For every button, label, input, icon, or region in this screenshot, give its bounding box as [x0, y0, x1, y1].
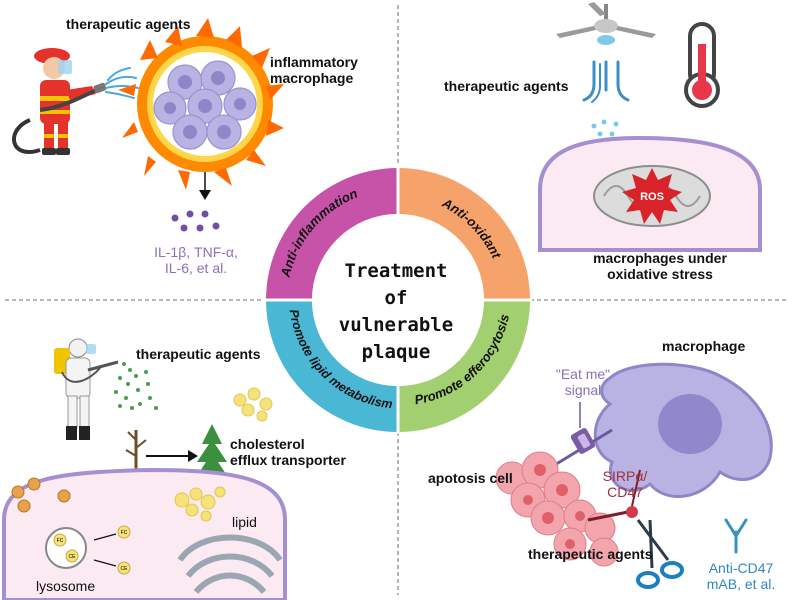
cytokines-line2: IL-6, et al.: [164, 260, 228, 276]
oxidative-stress-caption: macrophages under oxidative stress: [586, 250, 734, 282]
inflammatory-macrophage-line1: inflammatory: [270, 54, 358, 70]
ring-segment-anti-inflammation: [266, 168, 398, 300]
lipid-label: lipid: [232, 514, 257, 530]
thermometer-icon: [684, 22, 720, 108]
ceiling-fan-icon: [556, 2, 656, 45]
treatment-ring: [264, 166, 532, 434]
svg-text:CE: CE: [121, 566, 129, 572]
cholesterol-transporter-line1: cholesterol: [230, 436, 305, 452]
antibody-icon: [724, 518, 748, 554]
anti-cd47-line1: Anti-CD47: [708, 560, 774, 576]
tl-therapeutic-label: therapeutic agents: [66, 16, 191, 32]
center-title: Treatment of vulnerable plaque: [330, 258, 462, 366]
antioxidant-droplets-icon: [591, 119, 619, 137]
oxidative-stress-line2: oxidative stress: [607, 266, 713, 282]
spray-mist-icon: [114, 362, 158, 410]
extracellular-lipid-icon: [11, 477, 71, 513]
lipid-droplets-floating-icon: [233, 387, 273, 422]
eat-me-signal-label: "Eat me" signal: [550, 366, 616, 398]
sirpa-cd47-label: SIRPα/ CD47: [600, 468, 650, 500]
cholesterol-transporter-line2: efflux transporter: [230, 452, 346, 468]
center-title-line3: plaque: [361, 341, 431, 363]
bl-therapeutic-label: therapeutic agents: [136, 346, 261, 362]
macrophage-label: macrophage: [662, 338, 746, 354]
water-spray-icon: [105, 67, 139, 99]
sirpa-line1: SIRPα/: [602, 468, 648, 484]
tr-therapeutic-label: therapeutic agents: [444, 78, 569, 94]
cytokines-label: IL-1β, TNF-α, IL-6, et al.: [138, 244, 254, 276]
anti-cd47-line2: mAB, et al.: [706, 576, 776, 592]
center-title-line2: vulnerable: [338, 314, 454, 336]
eat-me-receptor-icon: [570, 402, 596, 454]
svg-text:ROS: ROS: [640, 191, 664, 203]
lipid-cell-icon: FC CE FC CE: [1, 467, 287, 600]
ros-burst-icon: ROS: [622, 168, 682, 224]
br-therapeutic-label: therapeutic agents: [528, 546, 653, 562]
inflammatory-macrophage-line2: macrophage: [270, 70, 354, 86]
svg-text:FC: FC: [121, 530, 128, 536]
ring-segment-promote-lipid-metabolism: [266, 300, 398, 432]
sirpa-line2: CD47: [607, 484, 643, 500]
cytokine-dots-icon: [171, 210, 220, 232]
center-title-line1: Treatment of: [344, 260, 448, 309]
ring-segment-anti-oxidant: [398, 168, 530, 300]
sprayer-person-icon: [54, 338, 119, 440]
ring-segment-promote-efferocytosis: [398, 300, 530, 432]
cold-air-icon: [582, 60, 630, 103]
inflammatory-macrophage-label: inflammatory macrophage: [270, 54, 358, 86]
eat-me-line2: signal: [564, 382, 602, 398]
apoptotic-cells-icon: [495, 451, 619, 567]
bare-tree-icon: [125, 430, 147, 475]
firefighter-icon: [12, 48, 107, 155]
cytokines-line1: IL-1β, TNF-α,: [154, 244, 238, 260]
cholesterol-transporter-label: cholesterol efflux transporter: [230, 436, 346, 468]
apoptosis-cell-label: apotosis cell: [428, 470, 513, 486]
macrophage-cell-icon: [539, 362, 773, 498]
anti-cd47-label: Anti-CD47 mAB, et al.: [700, 560, 782, 592]
sirpa-cd47-receptor-icon: [587, 469, 641, 522]
svg-text:FC: FC: [57, 538, 64, 544]
scissors-icon: [636, 519, 684, 589]
lysosome-label: lysosome: [36, 578, 96, 594]
burning-macrophage-icon: [118, 18, 284, 190]
eat-me-line1: "Eat me": [555, 366, 611, 382]
svg-text:CE: CE: [69, 554, 77, 560]
oxidative-stress-line1: macrophages under: [593, 250, 727, 266]
